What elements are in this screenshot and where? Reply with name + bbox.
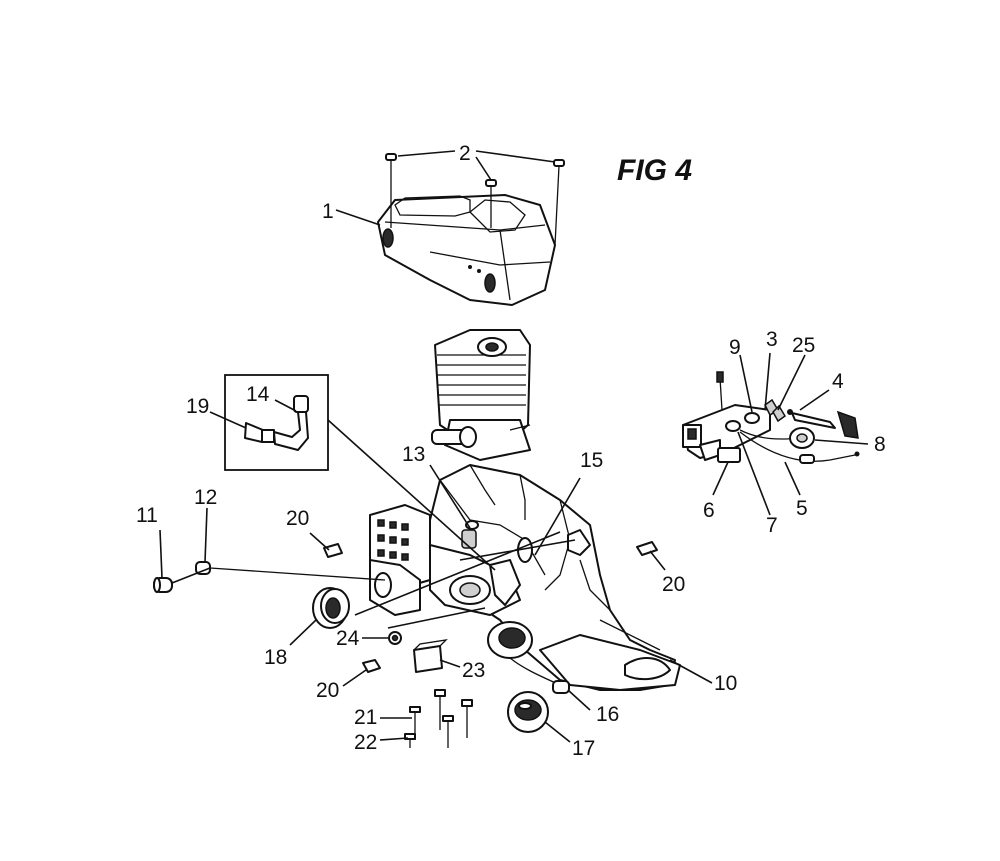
callout-4: 4 <box>832 370 844 393</box>
callout-13: 13 <box>402 443 425 466</box>
callout-19: 19 <box>186 395 209 418</box>
leader-lines <box>159 150 869 743</box>
callout-7: 7 <box>766 514 778 537</box>
callout-23: 23 <box>462 659 485 682</box>
callout-6: 6 <box>703 499 715 522</box>
callout-1: 1 <box>322 200 334 223</box>
callout-18: 18 <box>264 646 287 669</box>
callout-16: 16 <box>596 703 619 726</box>
callout-20-left-bottom: 20 <box>316 679 339 702</box>
callout-17: 17 <box>572 737 595 760</box>
callout-2: 2 <box>459 142 471 165</box>
grommet-part <box>195 561 386 581</box>
top-cover-part <box>377 194 556 306</box>
callout-9: 9 <box>729 336 741 359</box>
engine-cylinder <box>431 329 531 461</box>
callout-labels: 1 2 3 4 5 6 7 8 9 10 11 12 13 14 15 16 1… <box>136 142 886 760</box>
filter-block-part <box>413 639 448 673</box>
callout-8: 8 <box>874 433 886 456</box>
callout-20-left-top: 20 <box>286 507 309 530</box>
air-intake-boot-part <box>312 587 350 629</box>
ignition-switch-assembly <box>682 371 860 464</box>
callout-15: 15 <box>580 449 603 472</box>
clip-parts <box>323 541 658 673</box>
callout-25: 25 <box>792 334 815 357</box>
callout-11: 11 <box>136 504 158 527</box>
callout-22: 22 <box>354 731 377 754</box>
callout-5: 5 <box>796 497 808 520</box>
callout-20-right: 20 <box>662 573 685 596</box>
callout-12: 12 <box>194 486 217 509</box>
callout-21: 21 <box>354 706 377 729</box>
nut-part <box>388 631 402 645</box>
figure-title: FIG 4 <box>617 154 692 187</box>
fuel-cap-parts <box>487 621 570 733</box>
bolts-parts <box>404 689 473 748</box>
callout-14: 14 <box>246 383 270 406</box>
callout-24: 24 <box>336 627 360 650</box>
fuel-line-detail-box <box>224 374 329 471</box>
callout-3: 3 <box>766 328 778 351</box>
plug-part <box>153 577 173 593</box>
callout-10: 10 <box>714 672 737 695</box>
screw-part <box>385 153 565 246</box>
